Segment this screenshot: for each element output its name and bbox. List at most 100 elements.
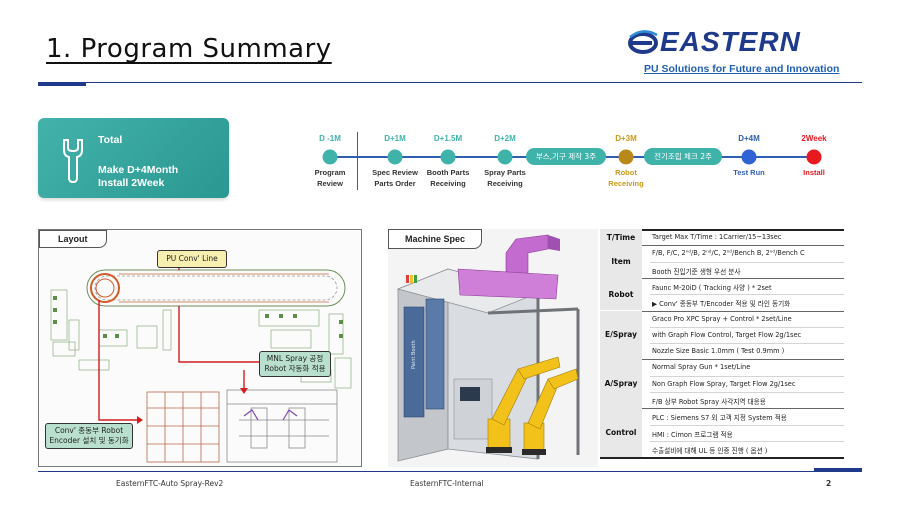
spec-detail: with Graph Flow Control, Target Flow 2g/… [652,330,802,339]
timeline-milestone-dot [618,149,634,165]
timeline-pill-fabrication: 부스,기구 제작 3주 [526,148,606,165]
spec-row-rule [600,277,844,279]
spec-category: A/Spray [600,359,642,409]
timeline-milestone-label-line2: Receiving [608,178,644,188]
footer-doc-name: EasternFTC-Auto Spray-Rev2 [116,479,224,488]
timeline-milestone-label-line1: Spray Parts [484,168,526,177]
timeline-milestone-label-line1: Test Run [733,168,765,177]
spec-subrule [650,343,844,345]
timeline-milestone-date: D+1.5M [433,134,463,143]
header-accent-bar [38,82,86,86]
layout-tab: Layout [39,230,107,248]
spec-detail: Graco Pro XPC Spray + Control * 2set/Lin… [652,314,792,323]
total-title: Total [98,134,123,146]
layout-drawing [50,254,352,463]
timeline-milestone-label-line1: Program [314,168,346,177]
spec-detail: Non Graph Flow Spray, Target Flow 2g/1se… [652,379,796,388]
wrench-icon [63,139,83,184]
eastern-logo: EASTERN [628,26,850,58]
spec-detail: F/B, F/C, 2ⁿᵈ/B, 2ⁿᵈ/C, 2ⁿᵈ/Bench B, 2ⁿᵈ… [652,249,805,258]
spec-subrule [650,424,844,426]
total-install-duration: Install 2Week [98,177,165,189]
tagline: PU Solutions for Future and Innovation [644,63,840,75]
callout-conv-encoder: Conv' 종동부 Robot Encoder 설치 및 동기화 [45,423,133,449]
spec-detail: PLC : Siemens S7 외 고객 지정 System 적용 [652,414,787,423]
spec-detail: Faunc M-20iD ( Tracking 사양 ) * 2set [652,283,772,292]
machine-render: Paint Booth [396,234,580,462]
spec-category: Item [600,245,642,278]
timeline-milestone-label: Test Run [733,168,765,179]
spec-detail: Target Max T/Time : 1Carrier/15~13sec [652,233,782,241]
spec-detail: Booth 진입기준 생형 우선 분사 [652,267,741,276]
total-make-duration: Make D+4Month [98,164,179,176]
header-rule [38,82,862,83]
timeline-milestone-label-line2: Parts Order [374,178,416,188]
timeline-milestone-date: D+1M [384,134,406,143]
timeline-milestone-dot [497,149,513,165]
timeline-milestone-label-line1: Spec Review [372,168,418,177]
spec-row-rule [600,359,844,361]
timeline-milestone-date: D+4M [738,134,760,143]
timeline-milestone-dot [387,149,403,165]
spec-row-control: Control PLC : Siemens S7 외 고객 지정 System 적… [600,408,844,458]
timeline-milestone-dot [322,149,338,165]
footer-rule [38,471,862,472]
timeline-milestone-date: D+2M [494,134,516,143]
page-number: 2 [826,479,832,488]
layout-panel: Layout [38,229,362,467]
callout-pu-conv-line: PU Conv' Line [157,250,227,268]
callout-mnl-spray-line2: Robot 자동화 적용 [264,364,326,373]
callout-conv-encoder-line2: Encoder 설치 및 동기화 [49,436,129,445]
spec-subrule [650,261,844,263]
spec-detail: F/B 상부 Robot Spray 사각지역 대응용 [652,397,766,406]
spec-subrule [650,326,844,328]
callout-mnl-spray: MNL Spray 공정 Robot 자동화 적용 [259,351,331,377]
spec-detail: Normal Spray Gun * 1set/Line [652,363,751,372]
spec-subrule [650,440,844,442]
booth-label: Paint Booth [411,340,417,369]
machine-spec-panel: Machine Spec Paint Booth [388,229,598,467]
spec-row-t-time: T/Time Target Max T/Time : 1Carrier/15~13… [600,229,844,246]
timeline-milestone-dot [440,149,456,165]
timeline-milestone-label-line2: Receiving [430,178,466,188]
spec-table-top-rule [600,229,844,231]
machine-spec-tab: Machine Spec [388,229,483,249]
timeline-milestone-dot [806,149,822,165]
spec-row-rule [600,245,844,247]
timeline-milestone-label-line1: Install [803,168,825,177]
timeline-milestone-date: D -1M [319,134,341,143]
timeline-milestone-label-line1: Booth Parts [426,168,470,177]
spec-category: E/Spray [600,310,642,360]
timeline-milestone-label-line2: Review [317,178,343,188]
timeline-pill-electrical: 전기조립 체크 2주 [644,148,722,165]
spec-row-rule [600,310,844,312]
spec-subrule [650,391,844,393]
page-title: 1. Program Summary [46,34,332,64]
timeline-milestone-label-line1: Robot [615,168,637,177]
callout-mnl-spray-line1: MNL Spray 공정 [266,354,324,364]
callout-conv-encoder-line1: Conv' 종동부 Robot [54,426,124,436]
spec-subrule [650,294,844,296]
spec-category: Control [600,408,642,458]
spec-row-rule [600,408,844,410]
spec-detail: HMI : Cimon 프로그램 적용 [652,430,733,439]
spec-row-rule [600,457,844,460]
timeline-milestone-dot [741,149,757,165]
spec-category: Robot [600,277,642,311]
spec-row-robot: Robot Faunc M-20iD ( Tracking 사양 ) * 2set… [600,277,844,311]
spec-detail: ▶ Conv' 종동부 T/Encoder 적용 및 라인 동기화 [652,300,791,309]
logo-wordmark: EASTERN [660,26,801,57]
footer-accent-bar [814,468,862,472]
spec-subrule [650,375,844,377]
footer-classification: EasternFTC-Internal [410,479,484,488]
spec-category: T/Time [600,229,642,246]
timeline-divider [357,132,358,190]
total-summary-card: Total Make D+4Month Install 2Week [38,118,229,198]
timeline-milestone-label: Install [803,168,825,179]
